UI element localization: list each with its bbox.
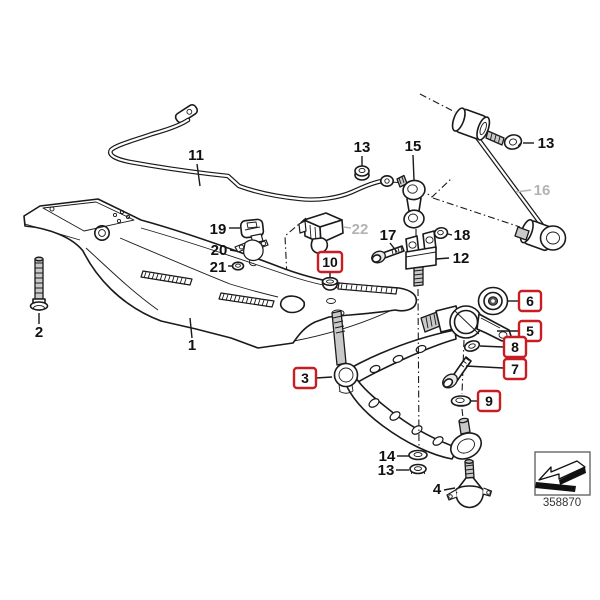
callout-6-highlighted[interactable]: 6 xyxy=(517,289,543,313)
legend-box: 358870 xyxy=(534,451,591,509)
svg-text:6: 6 xyxy=(526,293,534,309)
callout-1: 1 xyxy=(188,337,196,354)
cover-cap xyxy=(321,276,339,291)
callout-13-bar: 13 xyxy=(354,139,371,156)
subframe xyxy=(23,198,418,349)
callout-19: 19 xyxy=(210,221,227,238)
drawing-number: 358870 xyxy=(543,497,581,509)
balljoint-washer xyxy=(408,449,428,461)
stabilizer-rubber-bushing xyxy=(239,218,265,244)
callout-18: 18 xyxy=(454,227,471,244)
bracket-bolt xyxy=(442,356,472,389)
callout-8-highlighted[interactable]: 8 xyxy=(502,335,528,359)
leader-lines xyxy=(38,142,534,491)
ball-joint xyxy=(446,459,493,509)
highlighted-callouts: 3 5 6 7 8 9 10 xyxy=(292,250,543,413)
bushing-clamp xyxy=(234,239,269,267)
callout-16-muted: 16 xyxy=(534,182,551,199)
control-arm xyxy=(331,305,483,460)
direction-arrow-icon xyxy=(535,460,586,492)
svg-text:9: 9 xyxy=(485,393,493,409)
callout-13-bottom: 13 xyxy=(378,462,395,479)
svg-text:10: 10 xyxy=(322,254,338,270)
callout-14: 14 xyxy=(379,448,396,465)
callout-2: 2 xyxy=(35,324,43,341)
link-nut xyxy=(503,134,523,150)
stabilizer-rear-link xyxy=(451,107,567,252)
callout-13-top-right: 13 xyxy=(538,135,555,152)
callout-9-highlighted[interactable]: 9 xyxy=(476,389,502,413)
stabilizer-front-link xyxy=(396,174,426,229)
bushing-clamp-nut xyxy=(231,261,245,271)
callout-22-muted: 22 xyxy=(352,221,369,238)
bar-end-washer xyxy=(354,165,370,181)
callout-7-highlighted[interactable]: 7 xyxy=(502,357,528,381)
cover-washer xyxy=(450,395,472,407)
stabilizer-bar xyxy=(108,104,394,202)
svg-text:8: 8 xyxy=(511,339,519,355)
callout-labels: 1 2 4 11 12 13 13 13 14 15 17 18 19 20 2… xyxy=(35,135,555,498)
callout-11: 11 xyxy=(188,147,204,164)
svg-text:3: 3 xyxy=(301,370,309,386)
callout-5-highlighted[interactable]: 5 xyxy=(517,319,543,343)
callout-4: 4 xyxy=(433,481,442,498)
subframe-mount-bolt xyxy=(29,256,49,311)
callout-3-highlighted[interactable]: 3 xyxy=(292,366,318,390)
bracket-washer xyxy=(463,340,481,352)
callout-15: 15 xyxy=(405,138,422,155)
balljoint-nut xyxy=(409,463,427,475)
callout-17: 17 xyxy=(380,227,397,244)
clamp-bracket xyxy=(405,230,437,287)
callout-10-highlighted[interactable]: 10 xyxy=(316,250,344,274)
clamp-bolt xyxy=(371,245,405,264)
callout-12: 12 xyxy=(453,250,470,267)
callout-20: 20 xyxy=(211,242,228,259)
control-arm-bushing xyxy=(477,286,509,316)
clamp-nut xyxy=(433,226,449,240)
svg-text:5: 5 xyxy=(526,323,534,339)
axis-line xyxy=(417,288,420,448)
svg-text:7: 7 xyxy=(511,361,519,377)
callout-21: 21 xyxy=(210,259,227,276)
stabilizer-support-bracket xyxy=(298,212,344,254)
